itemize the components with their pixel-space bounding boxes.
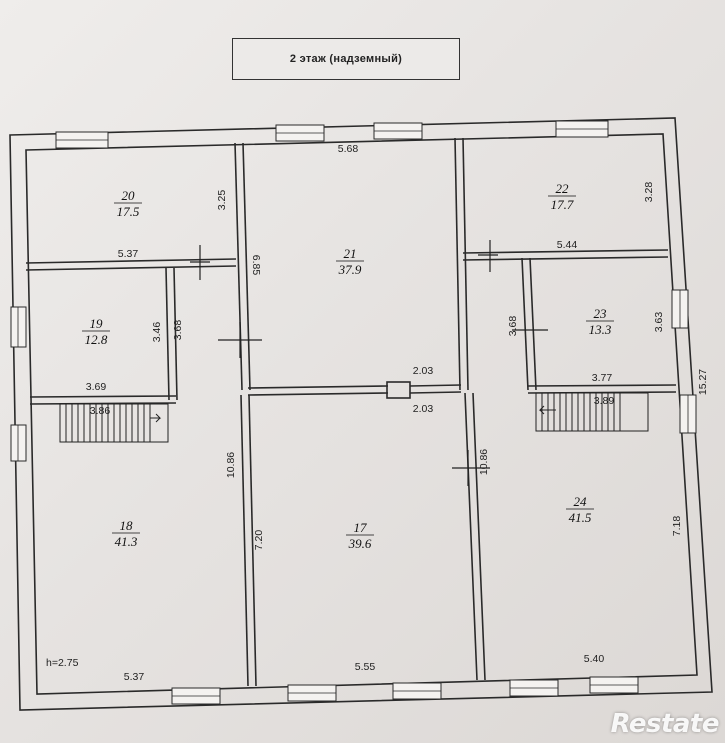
dim-label: 3.69 <box>86 381 107 393</box>
room-number: 23 <box>594 306 608 321</box>
dim-label: 10.86 <box>478 449 490 475</box>
room-labels: 20 17.5 21 37.9 22 17.7 19 12.8 23 13.3 … <box>82 181 614 551</box>
dimension-labels: 5.68 5.37 3.25 6.85 5.44 3.28 3.46 3.68 … <box>46 143 709 683</box>
room-20: 20 17.5 <box>114 188 142 219</box>
stairs-right <box>535 392 649 432</box>
dim-label: 5.55 <box>355 661 376 673</box>
room-area: 41.5 <box>569 510 592 525</box>
dim-label: 5.37 <box>124 671 145 683</box>
dim-label: 3.28 <box>643 182 655 203</box>
room-23: 23 13.3 <box>586 306 614 337</box>
room-19: 19 12.8 <box>82 316 110 347</box>
walls <box>9 117 713 711</box>
dim-label: 7.18 <box>671 516 683 537</box>
dim-label: 3.68 <box>507 316 519 337</box>
room-18: 18 41.3 <box>112 518 140 549</box>
dim-label: 3.86 <box>90 405 111 417</box>
room-number: 19 <box>90 316 104 331</box>
ceiling-height-label: h=2.75 <box>46 657 79 669</box>
dim-label: 3.63 <box>653 312 665 333</box>
dim-label: 5.40 <box>584 653 605 665</box>
window <box>10 424 27 462</box>
room-number: 24 <box>574 494 588 509</box>
dim-label: 5.37 <box>118 248 139 260</box>
dim-label: 6.85 <box>250 255 262 276</box>
dim-label: 3.25 <box>216 190 228 211</box>
door-marks <box>190 240 548 486</box>
floor-title: 2 этаж (надземный) <box>232 38 460 80</box>
watermark-logo: Restate <box>610 709 720 739</box>
room-24: 24 41.5 <box>566 494 594 525</box>
stairs-left <box>59 403 169 443</box>
outer-wall-outer <box>9 117 713 711</box>
dim-label: 15.27 <box>697 369 709 395</box>
dim-label: 2.03 <box>413 403 434 415</box>
window-lines <box>17 128 689 697</box>
dim-label: 5.44 <box>557 239 578 251</box>
room-area: 39.6 <box>348 536 372 551</box>
room-area: 41.3 <box>115 534 138 549</box>
window <box>10 306 27 348</box>
room-number: 22 <box>556 181 570 196</box>
dim-label: 5.68 <box>338 143 359 155</box>
room-area: 12.8 <box>85 332 108 347</box>
room-17: 17 39.6 <box>346 520 374 551</box>
room-area: 13.3 <box>589 322 612 337</box>
room-area: 17.5 <box>117 204 140 219</box>
dim-label: 7.20 <box>253 530 265 551</box>
room-number: 20 <box>122 188 136 203</box>
room-22: 22 17.7 <box>548 181 576 212</box>
room-number: 17 <box>354 520 368 535</box>
dim-label: 3.89 <box>594 395 615 407</box>
room-area: 37.9 <box>338 262 362 277</box>
room-number: 18 <box>120 518 134 533</box>
room-21: 21 37.9 <box>336 246 364 277</box>
dim-label: 3.46 <box>151 322 163 343</box>
room-number: 21 <box>344 246 357 261</box>
outer-wall-inner <box>25 133 698 695</box>
room-area: 17.7 <box>551 197 574 212</box>
dim-label: 10.86 <box>225 452 237 478</box>
dim-label: 2.03 <box>413 365 434 377</box>
dim-label: 3.77 <box>592 372 613 384</box>
dim-label: 3.68 <box>172 320 184 341</box>
